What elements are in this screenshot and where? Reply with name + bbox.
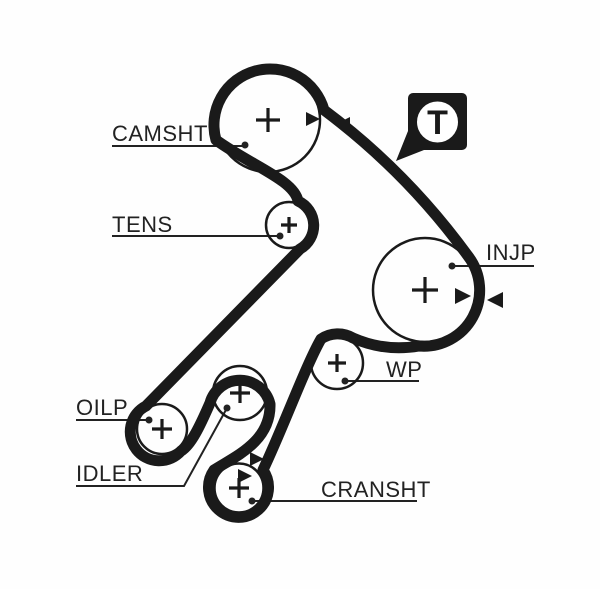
idler-leader-line — [76, 407, 228, 487]
injection-pump-mark-right-arrow-icon — [455, 288, 471, 304]
crankshaft-mark-upper-arrow-icon — [250, 452, 264, 466]
t-badge-letter: T — [427, 104, 448, 142]
idler-plus-icon — [230, 383, 250, 403]
crankshaft-leader-dot — [248, 497, 256, 505]
timing-mark-arrows — [238, 112, 503, 483]
timing-belt-path — [124, 63, 486, 523]
injection-pump-leader-dot — [448, 262, 456, 270]
camshaft-plus-icon — [256, 108, 280, 132]
injection-pump-label: INJP — [486, 240, 536, 265]
camshaft-label: CAMSHT — [112, 121, 208, 146]
idler-leader-dot — [223, 404, 231, 412]
injection-pump-mark-left-arrow-icon — [487, 292, 503, 308]
oil-pump-leader-dot — [145, 416, 153, 424]
camshaft-mark-left-arrow-icon — [336, 117, 350, 131]
oil-pump-plus-icon — [152, 419, 172, 439]
idler-label: IDLER — [76, 461, 143, 486]
t-badge-circle — [417, 101, 458, 143]
water-pump-label: WP — [386, 357, 422, 382]
crankshaft-label: CRANSHT — [321, 477, 431, 502]
water-pump-leader-dot — [341, 377, 349, 385]
labels: CAMSHT TENS INJP WP OILP IDLER CRANSHT — [76, 121, 536, 502]
camshaft-leader-dot — [241, 141, 249, 149]
oil-pump-pulley — [135, 402, 189, 456]
crankshaft-mark-lower-arrow-icon — [238, 469, 252, 483]
tensioner-plus-icon — [281, 217, 297, 233]
leader-lines — [76, 141, 534, 505]
oil-pump-label: OILP — [76, 395, 128, 420]
t-badge-icon: T — [396, 93, 467, 161]
injection-pump-plus-icon — [412, 277, 438, 303]
tensioner-label: TENS — [112, 212, 173, 237]
camshaft-mark-right-arrow-icon — [306, 112, 320, 126]
water-pump-plus-icon — [328, 354, 346, 372]
tensioner-leader-dot — [276, 232, 284, 240]
